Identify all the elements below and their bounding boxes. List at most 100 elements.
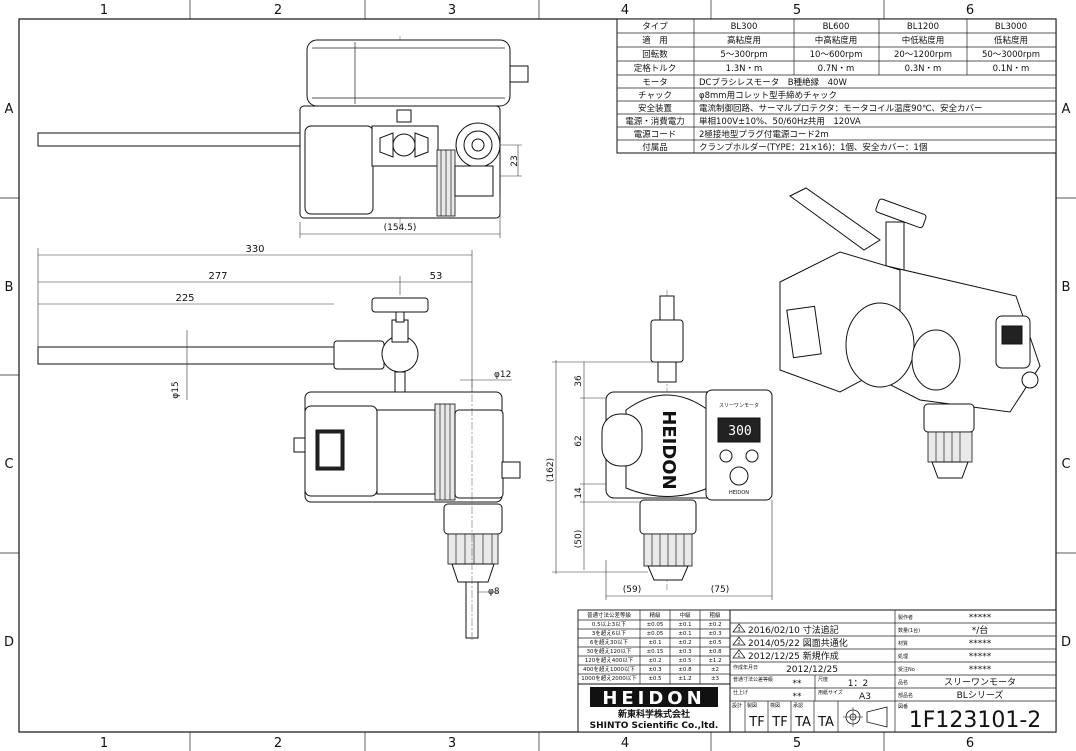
tol-value: ±0.3: [678, 649, 692, 655]
sheet-value: A3: [859, 692, 871, 702]
qty-label: 数量(1台): [898, 627, 920, 634]
spec-cell: 50～3000rpm: [982, 50, 1040, 60]
scale-value: 1：2: [848, 679, 868, 689]
projection-symbol-icon: [843, 706, 888, 728]
spec-row-label: 付属品: [642, 142, 668, 153]
col-label: 6: [966, 736, 974, 751]
finish-value: **: [793, 692, 803, 702]
maker-value: *****: [969, 613, 992, 623]
dim-h62: 62: [574, 435, 584, 446]
created-label: 作成年月日: [733, 664, 758, 671]
spec-cell: 0.7N・m: [818, 64, 855, 74]
revision-triangle: [732, 636, 746, 646]
tol-value: ±0.3: [708, 631, 722, 637]
material-value: *****: [969, 639, 992, 649]
col-label: 3: [448, 736, 456, 751]
panel-display: 300: [728, 424, 751, 439]
column-labels-bottom: 1 2 3 4 5 6: [100, 736, 974, 751]
tol-value: ±2: [711, 667, 719, 673]
dim-w75: (75): [711, 585, 729, 595]
top-view: (154.5) 23: [37, 36, 529, 238]
tol-grade-value: **: [793, 679, 803, 689]
company-name-en: SHINTO Scientific Co.,ltd.: [590, 721, 719, 731]
design-label: 設計: [732, 702, 742, 709]
dim-225: 225: [175, 293, 194, 304]
spec-wide-cell: φ8mm用コレット型手締めチャック: [699, 90, 837, 101]
draw-value: TF: [771, 715, 787, 730]
title-block: 3 2016/02/10 寸法追記 2 2014/05/22 図面共通化 1 2…: [577, 609, 1057, 733]
row-label: C: [1061, 457, 1070, 472]
tol-value: ±0.8: [678, 667, 692, 673]
dim-phi12: φ12: [494, 370, 511, 380]
dim-h14: 14: [574, 487, 584, 499]
column-labels-top: 1 2 3 4 5 6: [100, 3, 974, 18]
tol-range: 1000を超え2000以下: [581, 674, 637, 682]
spec-row-label: 安全装置: [638, 103, 673, 114]
spec-header-type: タイプ: [642, 22, 668, 32]
spec-table: タイプ BL300 BL600 BL1200 BL3000 適 用 高粘度用 中…: [616, 18, 1057, 154]
row-label: A: [1062, 102, 1071, 117]
spec-cell: 中低粘度用: [902, 35, 945, 46]
drawing-no-label: 図番: [898, 703, 908, 710]
tolerance-table: 普通寸法公差等級 精級 中級 粗級 0.5以上3以下±0.05±0.1±0.23…: [577, 609, 731, 685]
spec-header: BL3000: [995, 22, 1027, 32]
spec-cell: 5～300rpm: [720, 50, 767, 60]
row-label: B: [1062, 280, 1071, 295]
tol-value: ±0.05: [647, 622, 664, 628]
revision-mark: 2: [737, 640, 740, 646]
revision-text: 2014/05/22 図面共通化: [748, 637, 848, 649]
col-label: 5: [793, 736, 801, 751]
tol-range: 30を超え120以下: [587, 647, 632, 655]
col-label: 2: [274, 3, 282, 18]
dim-277: 277: [208, 271, 227, 282]
spec-wide-cell: DCブラシレスモータ B種絶縁 40W: [699, 77, 847, 88]
maker-label: 製作者: [898, 614, 913, 621]
tol-value: ±0.2: [708, 622, 721, 628]
col-label: 1: [100, 3, 108, 18]
dim-330: 330: [245, 244, 264, 255]
tol-value: ±1.2: [708, 658, 721, 664]
scale-label: 尺度: [818, 676, 828, 683]
spec-wide-cell: 2極接地型プラグ付電源コード2m: [699, 129, 829, 140]
col-label: 4: [621, 3, 629, 18]
panel-label: スリーワンモータ: [719, 402, 759, 409]
tol-value: ±1.2: [678, 676, 691, 682]
drawing-frame: [18, 18, 1057, 733]
row-label: D: [4, 635, 14, 650]
tol-value: ±0.8: [708, 649, 722, 655]
col-label: 5: [793, 3, 801, 18]
order-value: *****: [969, 665, 992, 675]
approve-label: 承認: [793, 702, 803, 709]
spec-wide-cell: クランプホルダー(TYPE：21×16)：1個、安全カバー：1個: [699, 142, 927, 153]
spec-row-label: 電源・消費電力: [625, 116, 685, 127]
row-label: B: [5, 280, 14, 295]
revision-text: 2012/12/25 新規作成: [748, 650, 839, 662]
treatment-value: *****: [969, 652, 992, 662]
qty-value: */台: [972, 624, 989, 636]
spec-header: BL600: [823, 22, 850, 32]
product-value: スリーワンモータ: [944, 677, 1016, 688]
panel-brand: HEIDON: [729, 490, 749, 496]
part-label: 部品名: [898, 692, 913, 699]
tol-value: ±0.15: [647, 649, 664, 655]
treatment-label: 処理: [898, 653, 908, 660]
revision-triangle: [732, 649, 746, 659]
dim-phi15: φ15: [171, 381, 181, 398]
spec-wide-cell: 電流制御回路、サーマルプロテクタ：モータコイル温度90℃、安全カバー: [699, 103, 983, 114]
spec-header: BL300: [731, 22, 758, 32]
tol-rows: 0.5以上3以下±0.05±0.1±0.23を超え6以下±0.05±0.1±0.…: [581, 620, 722, 682]
spec-cell: 10～600rpm: [810, 50, 863, 60]
tol-value: ±0.5: [648, 676, 662, 682]
approve-value: TA: [817, 715, 834, 730]
created-date: 2012/12/25: [786, 665, 838, 675]
revision-text: 2016/02/10 寸法追記: [748, 624, 839, 636]
tol-header: 粗級: [709, 611, 721, 619]
draw-label: 製図: [747, 702, 757, 709]
order-label: 受注No: [898, 666, 915, 673]
row-label: A: [5, 102, 14, 117]
spec-row-label: 電源コード: [634, 130, 677, 140]
material-label: 材質: [898, 640, 908, 647]
tol-value: ±0.3: [648, 667, 662, 673]
tol-header: 精級: [649, 611, 661, 619]
